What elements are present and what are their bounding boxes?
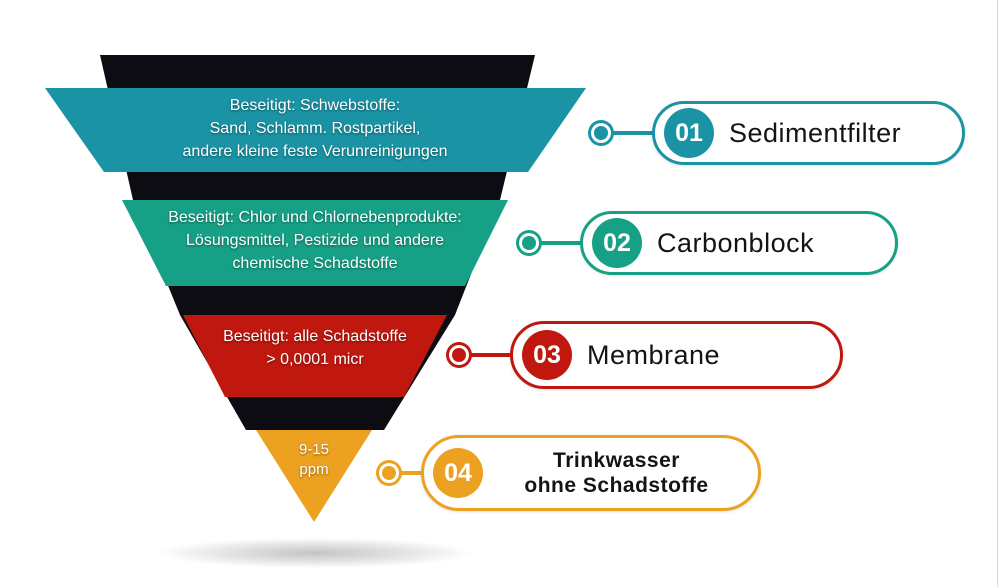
stage-pill-2: 02 Carbonblock [580,211,898,275]
band-text-line: 9-15 [298,441,330,458]
funnel-band-3 [183,315,447,397]
stage-label-line: Trinkwasser [553,449,680,472]
band-text-3: Beseitigt: alle Schadstoffe > 0,0001 mic… [165,325,465,371]
connector-dot-3 [452,348,466,362]
band-text-line: ppm [299,461,329,478]
connector-dot-1 [594,126,608,140]
stage-label-4: Trinkwasser ohne Schadstoffe [483,448,758,498]
connector-line-1 [601,131,654,135]
stage-label-1: Sedimentfilter [729,117,902,148]
band-text-line: Lösungsmittel, Pestizide und andere [186,232,444,249]
stage-number-badge-3: 03 [522,330,572,380]
connector-dot-4 [382,466,396,480]
funnel-shadow [160,538,470,568]
funnel-band-2 [122,200,508,286]
band-text-line: chemische Schadstoffe [232,255,398,272]
band-text-4: 9-15 ppm [264,440,364,480]
stage-number-badge-4: 04 [433,448,483,498]
connector-dot-2 [522,236,536,250]
connector-line-3 [459,353,512,357]
band-text-line: > 0,0001 micr [266,351,364,368]
band-text-line: Beseitigt: Chlor und Chlornebenprodukte: [168,209,462,226]
stage-number-badge-2: 02 [592,218,642,268]
stage-pill-1: 01 Sedimentfilter [652,101,965,165]
stage-pill-4: 04 Trinkwasser ohne Schadstoffe [421,435,761,511]
band-text-line: andere kleine feste Verunreinigungen [182,143,448,160]
connector-line-2 [529,241,582,245]
band-text-line: Beseitigt: alle Schadstoffe [223,328,407,345]
band-text-line: Sand, Schlamm. Rostpartikel, [209,120,421,137]
stage-label-line: ohne Schadstoffe [524,474,709,497]
funnel-band-4 [256,430,372,522]
band-text-1: Beseitigt: Schwebstoffe: Sand, Schlamm. … [90,94,540,163]
stage-label-3: Membrane [587,339,721,370]
band-text-line: Beseitigt: Schwebstoffe: [229,97,401,114]
stage-pill-3: 03 Membrane [510,321,843,389]
stage-number-badge-1: 01 [664,108,714,158]
funnel-band-1 [45,88,586,172]
stage-label-2: Carbonblock [657,227,815,258]
image-edge-line [997,0,998,587]
connector-line-4 [389,471,424,475]
band-text-2: Beseitigt: Chlor und Chlornebenprodukte:… [90,206,540,275]
